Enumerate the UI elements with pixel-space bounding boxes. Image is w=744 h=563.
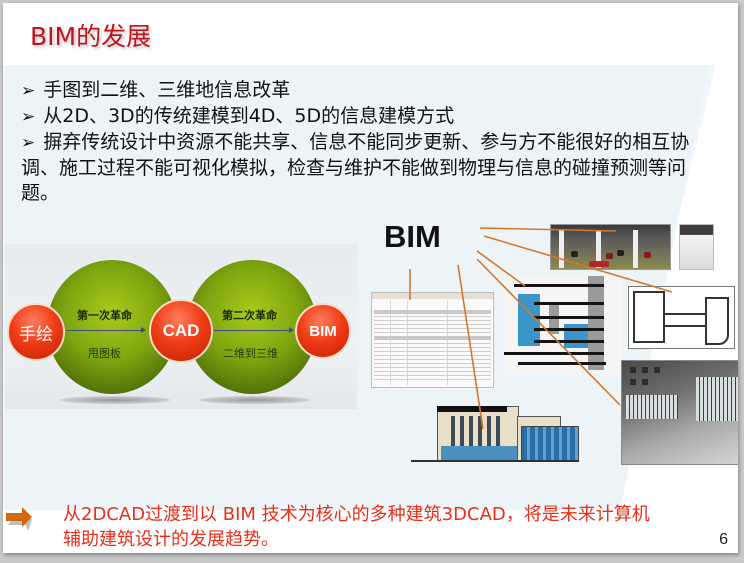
interior-render-detail (679, 224, 714, 270)
revolution-1-description: 甩图板 (88, 347, 121, 360)
right-arrow-icon (6, 507, 32, 531)
slide-title: BIM的发展 (30, 22, 152, 51)
revolution-2-arrow (214, 327, 294, 333)
connector-lines (409, 227, 673, 430)
conclusion-text: 从2DCAD过渡到以 BIM 技术为核心的多种建筑3DCAD，将是未来计算机辅助… (63, 504, 650, 550)
arrow-bullet-icon: ➢ (21, 81, 36, 101)
bullet-item: ➢ 从2D、3D的传统建模到4D、5D的信息建模方式 (21, 104, 721, 130)
bim-heading: BIM (384, 219, 441, 254)
stage-hand-drawing: 手绘 (7, 303, 65, 361)
revolution-2-label: 第二次革命 (222, 309, 277, 322)
evolution-diagram: 第一次革命 甩图板 第二次革命 二维到三维 手绘 CAD BIM (5, 244, 357, 409)
courtyard-render (621, 360, 738, 465)
bullet-list: ➢ 手图到二维、三维地信息改革 ➢ 从2D、3D的传统建模到4D、5D的信息建模方式… (21, 78, 721, 206)
revolution-2-description: 二维到三维 (223, 347, 278, 360)
door-schedule-table (371, 292, 494, 388)
page-number: 6 (719, 531, 728, 548)
bullet-text: 摒弃传统设计中资源不能共享、信息不能同步更新、参与方不能很好的相互协调、施工过程… (21, 131, 690, 204)
floor-plan (628, 286, 735, 349)
stage-bim: BIM (295, 303, 351, 359)
building-section (504, 276, 622, 376)
bullet-text: 从2D、3D的传统建模到4D、5D的信息建模方式 (43, 105, 455, 127)
revolution-1-label: 第一次革命 (77, 309, 132, 322)
building-elevation (411, 406, 579, 464)
bullet-item: ➢摒弃传统设计中资源不能共享、信息不能同步更新、参与方不能很好的相互协调、施工过… (21, 130, 721, 206)
stage-cad: CAD (149, 299, 213, 363)
shadow (60, 396, 170, 404)
slide: BIM的发展 ➢ 手图到二维、三维地信息改革 ➢ 从2D、3D的传统建模到4D、5D… (3, 3, 738, 553)
shadow (200, 396, 310, 404)
arrow-bullet-icon: ➢ (21, 133, 36, 153)
revolution-1-arrow (67, 327, 146, 333)
bullet-item: ➢ 手图到二维、三维地信息改革 (21, 78, 721, 104)
arrow-bullet-icon: ➢ (21, 107, 36, 127)
bullet-text: 手图到二维、三维地信息改革 (43, 79, 291, 101)
